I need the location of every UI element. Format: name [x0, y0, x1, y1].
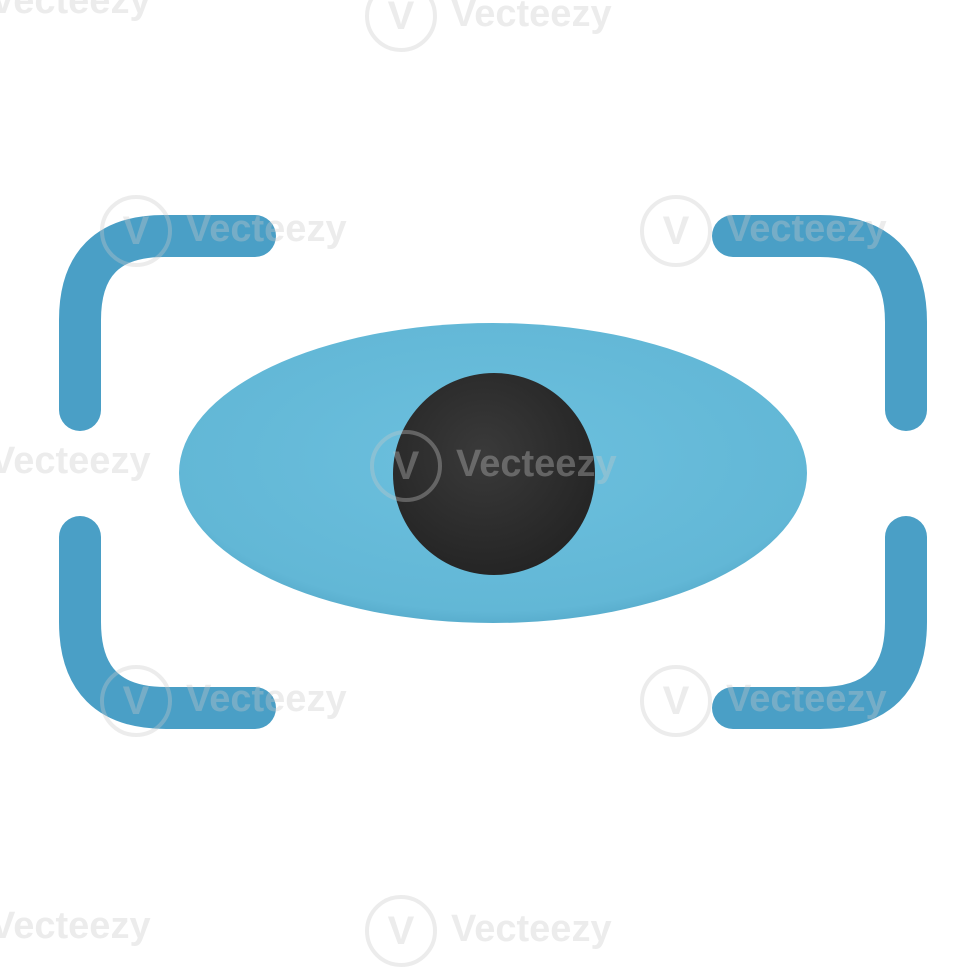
- bracket-bottom-left: [59, 516, 276, 729]
- bracket-top-right: [712, 215, 927, 431]
- bracket-bottom-right: [712, 516, 927, 729]
- bracket-top-left: [59, 215, 276, 431]
- eye-pupil: [393, 373, 595, 575]
